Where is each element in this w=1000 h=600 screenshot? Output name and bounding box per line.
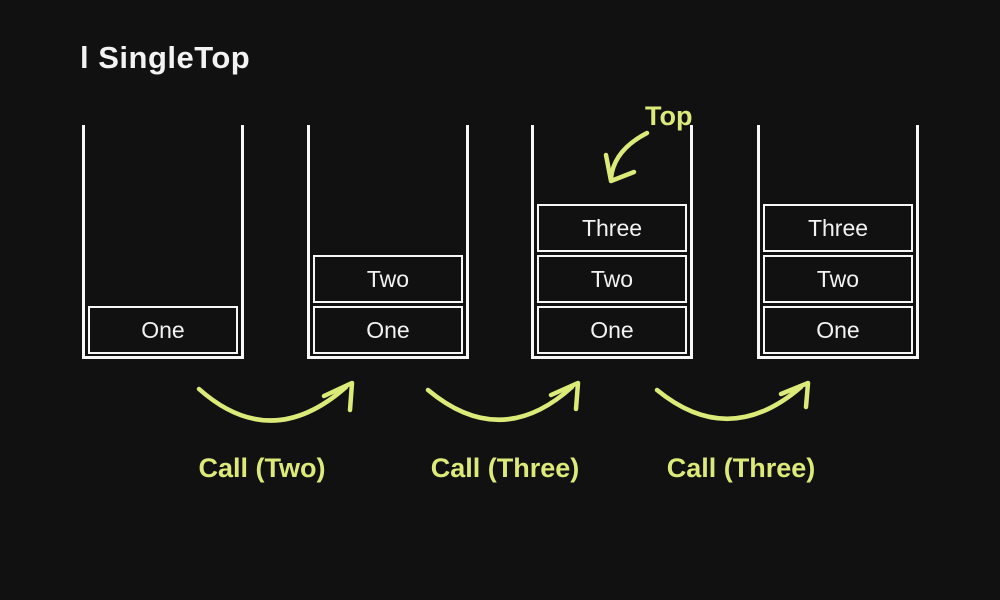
activity-stack-2: Two One xyxy=(307,125,469,359)
stack-item: Three xyxy=(537,204,687,252)
call-label-1: Call (Two) xyxy=(198,453,326,483)
activity-stack-1: One xyxy=(82,125,244,359)
stack-item: One xyxy=(763,306,913,354)
stack-item: Two xyxy=(537,255,687,303)
call-label-2: Call (Three) xyxy=(430,453,580,483)
activity-stack-4: Three Two One xyxy=(757,125,919,359)
call-arrow-icon-3 xyxy=(654,380,811,421)
top-label: Top xyxy=(645,101,693,131)
stack-item: Three xyxy=(763,204,913,252)
stack-item: One xyxy=(313,306,463,354)
stack-item: Two xyxy=(313,255,463,303)
call-arrow-icon-2 xyxy=(425,380,581,422)
stack-item: One xyxy=(88,306,238,354)
stack-item: One xyxy=(537,306,687,354)
call-arrow-icon-1 xyxy=(196,380,355,423)
call-label-3: Call (Three) xyxy=(666,453,816,483)
stack-item: Two xyxy=(763,255,913,303)
slide-title: l SingleTop xyxy=(80,40,251,75)
activity-stack-3: Three Two One xyxy=(531,125,693,359)
